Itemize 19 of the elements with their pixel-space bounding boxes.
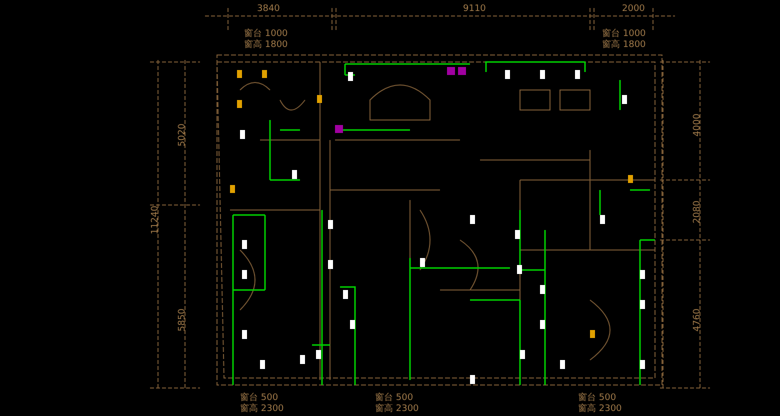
dimension-text: 3840 — [257, 4, 280, 14]
window-note: 窗台 500 — [578, 393, 616, 403]
window-note: 窗台 1000 — [244, 29, 288, 39]
dimension-text: 4000 — [692, 114, 702, 136]
window-note: 窗高 1800 — [602, 40, 646, 50]
window-note: 窗台 500 — [375, 393, 414, 403]
window-note: 窗高 2300 — [375, 404, 419, 414]
dimension-text: 2080 — [692, 200, 702, 224]
window-note: 窗高 2300 — [240, 404, 284, 414]
window-note: 窗台 500 — [240, 393, 278, 403]
dimension-text: 9110 — [463, 4, 486, 14]
window-note: 窗高 1800 — [244, 40, 288, 50]
dimension-text: 5020 — [176, 124, 187, 146]
dimension-text: 11240 — [150, 206, 160, 234]
dimension-text: 5850 — [176, 308, 187, 332]
window-note: 窗高 2300 — [578, 404, 622, 414]
window-note: 窗台 1000 — [602, 29, 646, 39]
dimension-text: 2000 — [622, 4, 645, 14]
dimension-text: 4760 — [692, 308, 702, 332]
